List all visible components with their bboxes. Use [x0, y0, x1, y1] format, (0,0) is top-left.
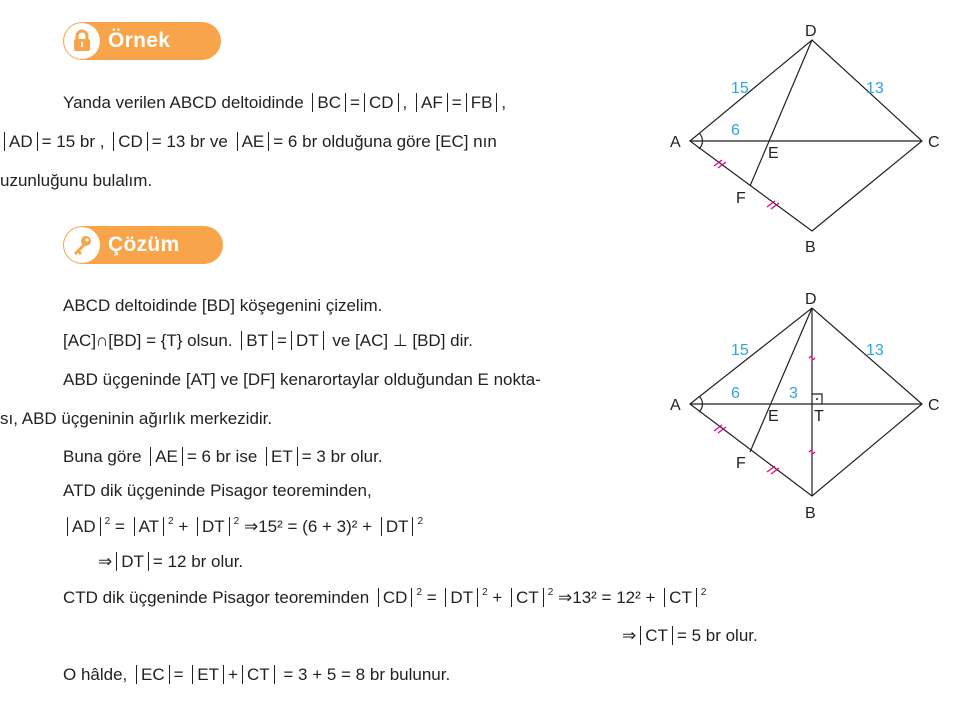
- example-line-3: uzunluğunu bulalım.: [0, 171, 153, 190]
- median-df: [749, 39, 813, 187]
- label-f: F: [736, 190, 746, 207]
- median-df: [749, 307, 813, 453]
- solution-line-2: [AC]∩[BD] = {T} olsun. BT=DT ve [AC] ⊥ […: [63, 331, 473, 350]
- label-d: D: [805, 23, 817, 40]
- example-badge: Örnek: [63, 22, 221, 60]
- right-angle-mark: [812, 393, 823, 404]
- length-ad: 15: [731, 80, 749, 97]
- label-e: E: [768, 408, 779, 425]
- example-badge-label: Örnek: [108, 29, 171, 52]
- solution-line-4: sı, ABD üçgeninin ağırlık merkezidir.: [0, 409, 273, 428]
- solution-line-5: Buna göre AE= 6 br ise ET= 3 br olur.: [63, 447, 383, 466]
- key-icon: [64, 227, 100, 263]
- length-et: 3: [789, 385, 798, 402]
- label-b: B: [805, 239, 816, 256]
- angle-mark-a: [698, 132, 703, 150]
- label-c: C: [928, 397, 940, 414]
- label-d: D: [805, 291, 817, 308]
- label-e: E: [768, 145, 779, 162]
- length-ad: 15: [731, 342, 749, 359]
- deltoid-outline: [689, 39, 923, 232]
- lock-icon: [64, 23, 100, 59]
- solution-equation-2: ⇒DT= 12 br olur.: [98, 552, 244, 571]
- deltoid-figure-1: D A C E F B 15 13 6: [670, 23, 940, 256]
- solution-line-1: ABCD deltoidinde [BD] köşegenini çizelim…: [63, 296, 383, 315]
- length-ae: 6: [731, 385, 740, 402]
- label-a: A: [670, 397, 681, 414]
- solution-badge-label: Çözüm: [108, 233, 180, 256]
- angle-mark-a: [698, 395, 703, 413]
- length-ae: 6: [731, 122, 740, 139]
- length-cd: 13: [866, 342, 884, 359]
- label-b: B: [805, 505, 816, 522]
- example-line-1: Yanda verilen ABCD deltoidinde BC=CD, AF…: [63, 93, 507, 112]
- example-line-2: AD= 15 br , CD= 13 br ve AE= 6 br olduğu…: [0, 131, 497, 153]
- solution-badge: Çözüm: [63, 226, 223, 264]
- solution-line-6: ATD dik üçgeninde Pisagor teoreminden,: [63, 481, 372, 500]
- solution-line-11: O hâlde, EC= ET+CT = 3 + 5 = 8 br bulunu…: [63, 665, 451, 684]
- label-f: F: [736, 455, 746, 472]
- solution-line-9: CTD dik üçgeninde Pisagor teoreminden CD…: [63, 587, 707, 607]
- solution-line-3: ABD üçgeninde [AT] ve [DF] kenarortaylar…: [63, 370, 541, 389]
- deltoid-outline: [689, 307, 923, 497]
- solution-equation-3: ⇒CT= 5 br olur.: [622, 626, 758, 645]
- deltoid-figure-2: D A C E T F B 15 13 6 3: [670, 291, 940, 522]
- label-t: T: [814, 408, 824, 425]
- label-a: A: [670, 134, 681, 151]
- label-c: C: [928, 134, 940, 151]
- length-cd: 13: [866, 80, 884, 97]
